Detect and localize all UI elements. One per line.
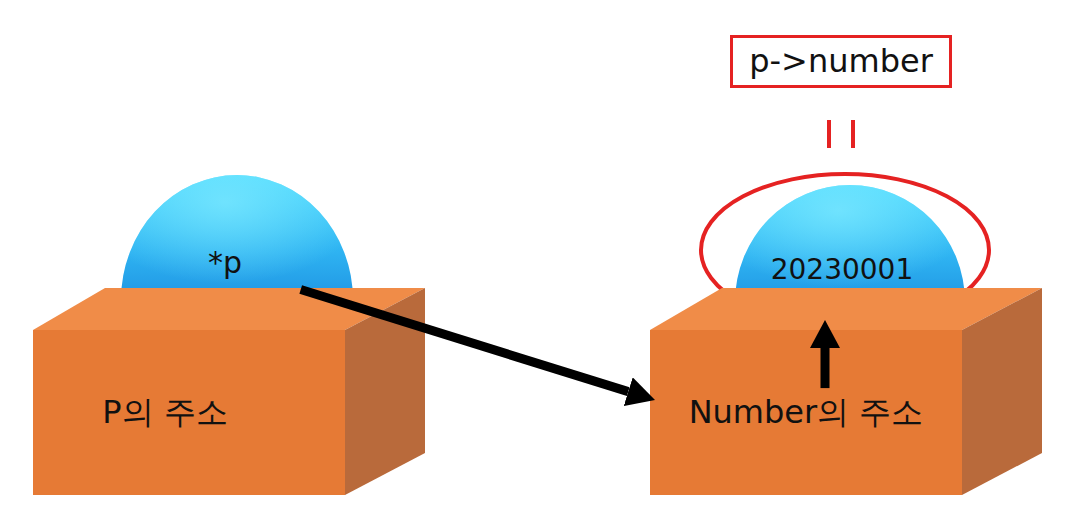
equals-connector: [829, 120, 853, 148]
box-side-face: [345, 288, 425, 495]
box-front-face: [33, 330, 345, 495]
dome-shape: [733, 185, 967, 320]
pointer-address-box: P의 주소: [33, 288, 425, 495]
dome-label-area: 20230001: [733, 185, 967, 320]
box-side-face: [962, 288, 1042, 495]
expression-label: p->number: [749, 43, 933, 80]
number-address-box: Number의 주소: [650, 288, 1042, 495]
value-label: *p: [208, 246, 242, 281]
expression-box: p->number: [730, 35, 952, 88]
box-shape: [650, 288, 1042, 495]
value-label: 20230001: [771, 254, 914, 286]
dome-label-area: *p: [119, 175, 355, 320]
pointer-arrow: [821, 348, 830, 388]
pointer-value-dome: *p: [119, 175, 355, 320]
address-label: Number의 주소: [689, 394, 924, 431]
box-shape: [33, 288, 425, 495]
box-label-area: P의 주소: [33, 330, 345, 495]
address-label: P의 주소: [102, 394, 227, 431]
box-front-face: [650, 330, 962, 495]
box-label-area: Number의 주소: [650, 330, 962, 495]
number-value-dome: 20230001: [733, 185, 967, 320]
